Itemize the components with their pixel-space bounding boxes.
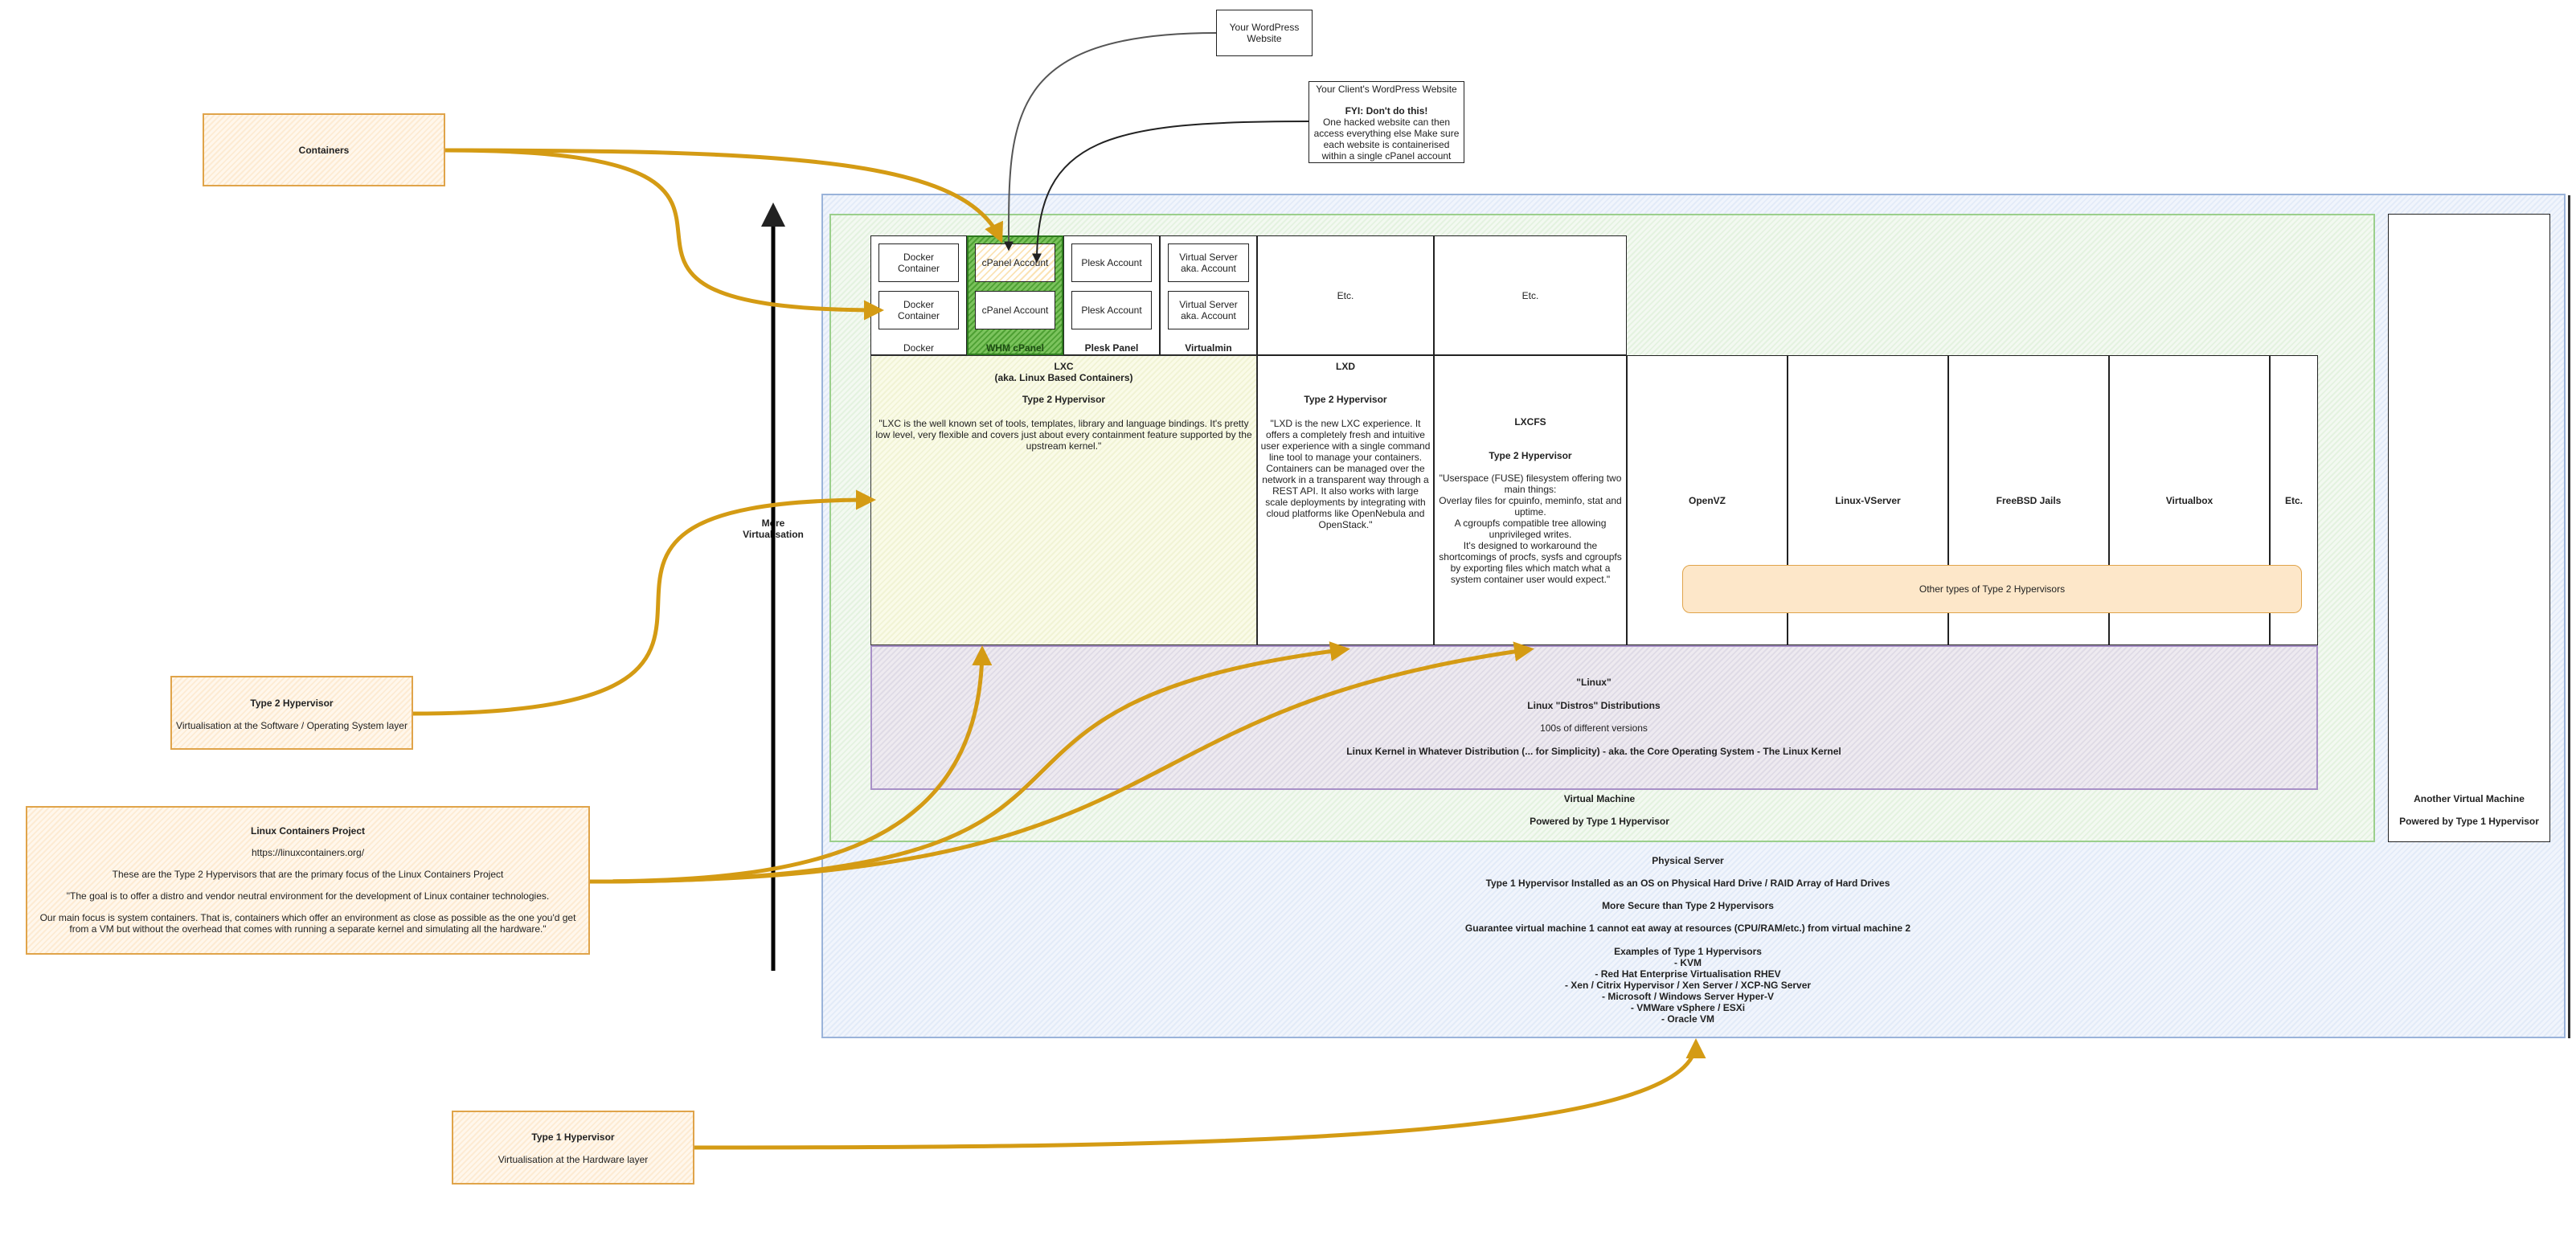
type2-arrow [412,489,876,716]
type1-hypervisor-callout: Type 1 Hypervisor Virtualisation at the … [452,1111,694,1185]
vm2-subtitle: Powered by Type 1 Hypervisor [2399,816,2539,827]
type1-arrow [694,1038,1706,1150]
lxcfs-type: Type 2 Hypervisor [1489,450,1572,461]
lxc-box [870,355,1257,645]
linux-distros: Linux "Distros" Distributions [1527,700,1661,711]
physical-server-line1: Type 1 Hypervisor Installed as an OS on … [1485,878,1890,889]
linux-containers-project-callout: Linux Containers Project https://linuxco… [26,806,590,955]
etc-box-1-label: Etc. [1337,289,1354,301]
other-types-label: Other types of Type 2 Hypervisors [1919,583,2066,595]
type1-title: Type 1 Hypervisor [531,1131,615,1143]
vm2-title: Another Virtual Machine [2414,793,2525,804]
physical-server-line3: Guarantee virtual machine 1 cannot eat a… [1464,923,1911,934]
client-site-connector [1032,121,1309,264]
linux-versions: 100s of different versions [1540,722,1648,734]
virtual-server-2[interactable]: Virtual Server aka. Account [1168,291,1249,329]
physical-server-right-edge [2568,195,2570,1038]
lcp-title: Linux Containers Project [250,825,366,837]
containers-title: Containers [298,144,350,156]
type2-title: Type 2 Hypervisor [250,698,334,709]
freebsd-jails-label: FreeBSD Jails [1996,494,2062,506]
type2-desc: Virtualisation at the Software / Operati… [176,720,407,731]
lxc-title: LXC (aka. Linux Based Containers) [994,361,1133,383]
type1-desc: Virtualisation at the Hardware layer [498,1154,649,1165]
physical-server-line2: More Secure than Type 2 Hypervisors [1602,900,1774,911]
example-item: - Red Hat Enterprise Virtualisation RHEV [1595,968,1781,980]
lxcfs-box [1434,355,1627,645]
plesk-account-1[interactable]: Plesk Account [1071,243,1152,282]
your-wordpress-website: Your WordPress Website [1216,10,1313,56]
physical-server-examples: - KVM - Red Hat Enterprise Virtualisatio… [1447,957,1929,1025]
lxd-box [1257,355,1434,645]
example-item: - VMWare vSphere / ESXi [1630,1002,1746,1013]
plesk-label: Plesk Panel [1084,342,1139,354]
docker-container-1[interactable]: Docker Container [878,243,959,282]
client-wordpress-website: Your Client's WordPress Website FYI: Don… [1308,81,1464,163]
vm-title: Virtual Machine [1563,793,1636,804]
lxd-title: LXD [1336,361,1355,372]
other-types-pill: Other types of Type 2 Hypervisors [1682,565,2302,613]
cpanel-account-2[interactable]: cPanel Account [975,291,1055,329]
lxd-quote: "LXD is the new LXC experience. It offer… [1260,418,1431,530]
lcp-line3: Our main focus is system containers. Tha… [39,912,576,935]
lxc-quote: "LXC is the well known set of tools, tem… [875,418,1252,452]
etc-hypervisor-label: Etc. [2284,494,2303,506]
linux-title: "Linux" [1576,677,1612,688]
etc-box-2: Etc. [1434,235,1627,355]
linux-layer [870,645,2318,790]
openvz-label: OpenVZ [1688,494,1726,506]
etc-box-1: Etc. [1257,235,1434,355]
physical-server-title: Physical Server [1652,855,1724,866]
type2-hypervisor-callout: Type 2 Hypervisor Virtualisation at the … [170,676,413,750]
your-site-connector [1003,32,1217,252]
lxcfs-quote: "Userspace (FUSE) filesystem offering tw… [1439,473,1622,585]
lxcfs-title: LXCFS [1514,416,1546,428]
lxd-type: Type 2 Hypervisor [1304,394,1387,405]
lcp-line2: "The goal is to offer a distro and vendo… [66,890,550,902]
cpanel-account-1[interactable]: cPanel Account [975,243,1055,282]
lcp-url: https://linuxcontainers.org/ [251,847,365,858]
docker-label: Docker [903,342,934,354]
lcp-line1: These are the Type 2 Hypervisors that ar… [112,869,504,880]
example-item: - Xen / Citrix Hypervisor / Xen Server /… [1564,980,1812,991]
lcp-arrow-lxcfs [589,641,1534,884]
whm-cpanel-label: WHM cPanel [985,342,1044,354]
client-site-body: One hacked website can then access every… [1313,117,1460,162]
lxc-type: Type 2 Hypervisor [1022,394,1106,405]
client-site-fyi: FYI: Don't do this! [1345,105,1428,117]
containers-arrow-1 [444,148,1003,243]
vm-subtitle: Powered by Type 1 Hypervisor [1530,816,1669,827]
plesk-account-2[interactable]: Plesk Account [1071,291,1152,329]
virtual-server-1[interactable]: Virtual Server aka. Account [1168,243,1249,282]
client-site-title: Your Client's WordPress Website [1316,84,1457,95]
physical-server-examples-title: Examples of Type 1 Hypervisors [1614,946,1762,957]
docker-container-2[interactable]: Docker Container [878,291,959,329]
etc-box-2-label: Etc. [1521,289,1539,301]
virtualbox-label: Virtualbox [2165,494,2214,506]
linux-vserver-label: Linux-VServer [1835,494,1901,506]
example-item: - Microsoft / Windows Server Hyper-V [1602,991,1774,1002]
another-virtual-machine [2388,214,2550,842]
linux-kernel: Linux Kernel in Whatever Distribution (.… [1346,746,1841,757]
example-item: - KVM [1674,957,1702,968]
containers-callout: Containers [203,113,445,186]
example-item: - Oracle VM [1661,1013,1715,1025]
containers-arrow-2 [444,148,884,321]
virtualmin-label: Virtualmin [1185,342,1232,354]
